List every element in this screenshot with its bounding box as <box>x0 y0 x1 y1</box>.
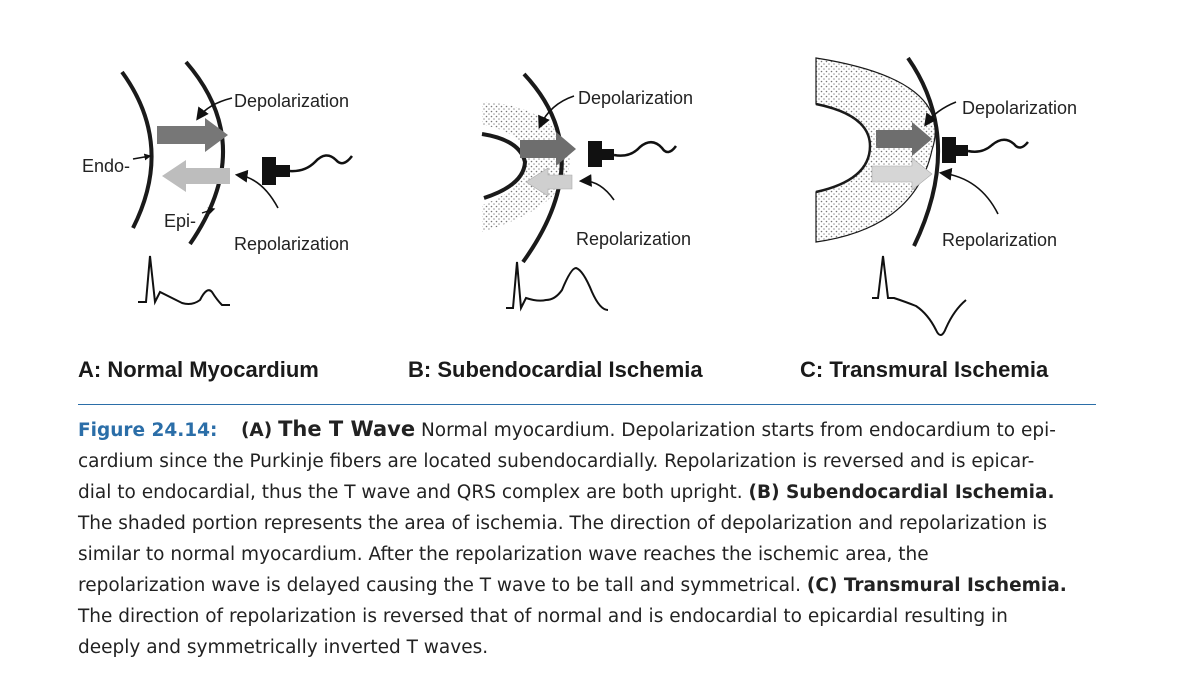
endocardium-line-b <box>481 132 528 200</box>
epicardium-line <box>184 60 225 246</box>
ecg-trace-a <box>138 255 230 306</box>
figure-caption: Figure 24.14: (A) The T Wave Normal myoc… <box>78 414 1108 663</box>
repolarization-arrow-c <box>871 157 933 191</box>
epicardium-line-c <box>906 56 941 247</box>
caption-line-6-text: repolarization wave is delayed causing t… <box>78 575 807 596</box>
caption-line-7: The direction of repolarization is rever… <box>78 606 1008 627</box>
panel-title-c: C: Transmural Ischemia <box>800 357 1049 382</box>
endo-label: Endo- <box>82 156 130 176</box>
ecg-electrode-c <box>942 137 1029 163</box>
panel-b-diagram: Depolarization Repolarization <box>481 72 693 312</box>
repolarization-label-b: Repolarization <box>576 229 691 249</box>
figure-number: Figure 24.14: <box>78 420 218 441</box>
ecg-trace-c <box>872 255 967 336</box>
panel-title-a: A: Normal Myocardium <box>78 357 319 382</box>
ecg-electrode-b <box>588 141 678 167</box>
caption-subhead-b: (B) Subendocardial Ischemia. <box>748 482 1055 503</box>
caption-line-3: dial to endocardial, thus the T wave and… <box>78 477 1108 508</box>
caption-heading: The T Wave <box>278 417 416 441</box>
caption-line-6: repolarization wave is delayed causing t… <box>78 570 1108 601</box>
depolarization-arrow-c <box>876 122 932 156</box>
panel-a-diagram: Depolarization Repolarization Endo- Epi- <box>82 60 353 306</box>
repolarization-label-c: Repolarization <box>942 230 1057 250</box>
ecg-electrode <box>262 154 353 185</box>
depolarization-arrow <box>157 118 228 152</box>
repolarization-label-a: Repolarization <box>234 234 349 254</box>
repolarization-arrow <box>162 160 230 192</box>
caption-tag-a: (A) <box>240 420 273 441</box>
depolarization-arrow-b <box>520 132 576 166</box>
caption-line-3-text: dial to endocardial, thus the T wave and… <box>78 482 749 503</box>
caption-line-8: deeply and symmetrically inverted T wave… <box>78 637 489 658</box>
endocardium-line <box>120 70 154 229</box>
epi-label: Epi- <box>164 211 196 231</box>
caption-divider <box>78 404 1096 405</box>
depolarization-label-b: Depolarization <box>578 88 693 108</box>
endocardium-line-c <box>815 102 872 194</box>
depolarization-label-c: Depolarization <box>962 98 1077 118</box>
caption-line-4: The shaded portion represents the area o… <box>78 513 1047 534</box>
panel-title-b: B: Subendocardial Ischemia <box>408 357 703 382</box>
caption-subhead-c: (C) Transmural Ischemia. <box>806 575 1067 596</box>
epicardium-line-b <box>521 72 564 264</box>
caption-line-1: Figure 24.14: (A) The T Wave Normal myoc… <box>78 414 1108 446</box>
caption-line-5: similar to normal myocardium. After the … <box>78 544 929 565</box>
panel-c-diagram: Depolarization Repolarization <box>815 56 1077 336</box>
caption-line-1-text: Normal myocardium. Depolarization starts… <box>415 420 1056 441</box>
depolarization-label-a: Depolarization <box>234 91 349 111</box>
ecg-trace-b <box>506 261 609 312</box>
repolarization-arrow-b <box>525 167 573 197</box>
ecg-t-wave-figure: Depolarization Repolarization Endo- Epi-… <box>82 56 1077 336</box>
caption-line-2: cardium since the Purkinje fibers are lo… <box>78 451 1035 472</box>
